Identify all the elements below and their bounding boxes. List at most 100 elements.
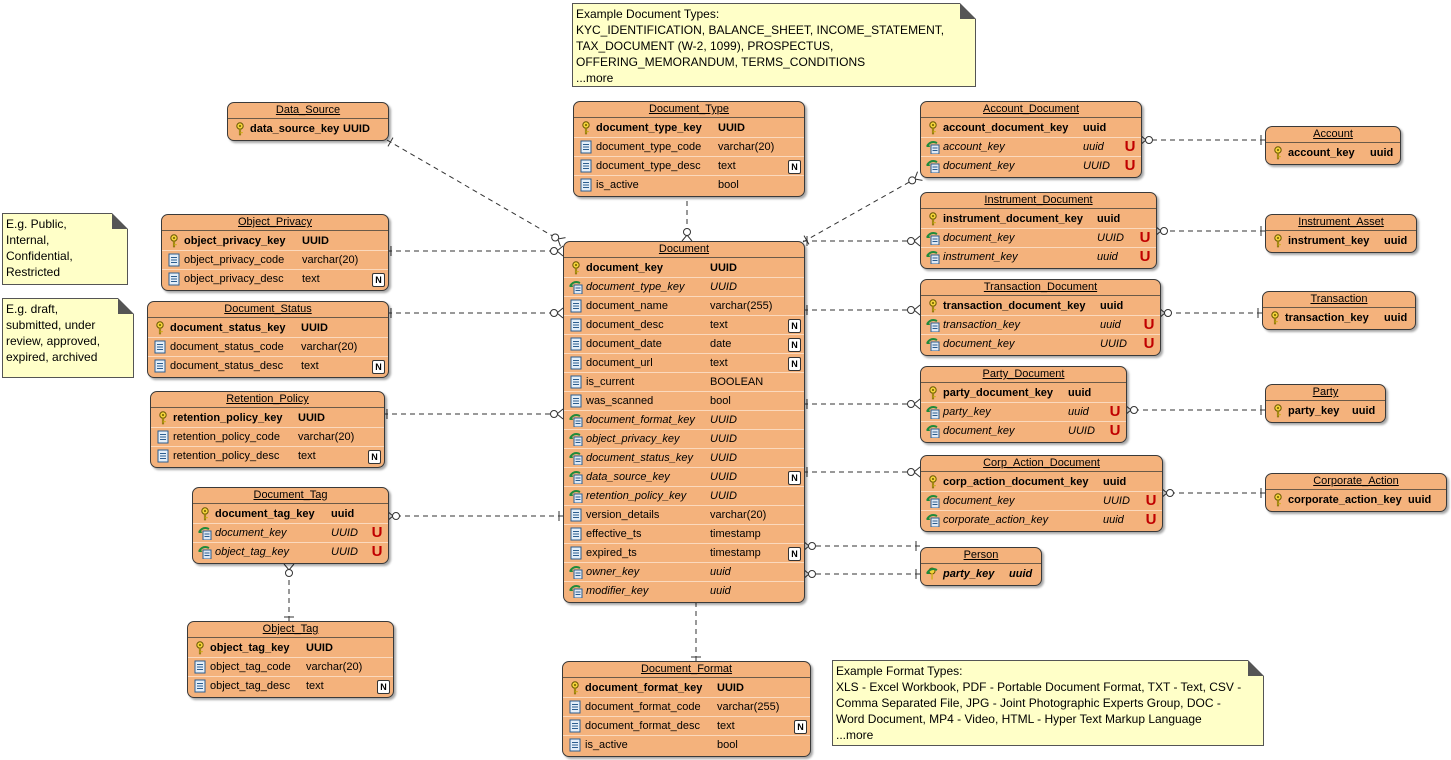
many-optional-marker [1140, 135, 1153, 145]
column-type: UUID [710, 452, 737, 464]
column-name: expired_ts [586, 547, 637, 559]
rel-document-account-document[interactable] [803, 182, 910, 242]
column-type: UUID [717, 682, 744, 694]
column-icon [579, 178, 593, 192]
column-name: object_tag_code [210, 661, 291, 673]
unique-flag: U [1109, 403, 1121, 420]
foreign-key-icon [926, 494, 940, 509]
many-optional-marker [803, 569, 816, 579]
nullable-flag: N [372, 360, 385, 374]
column-name: transaction_key [1285, 312, 1369, 324]
column-type: UUID [343, 123, 370, 135]
column-name: document_url [586, 357, 653, 369]
column-icon [153, 340, 167, 354]
rel-data-source-document[interactable] [387, 140, 553, 236]
entity-title: Object_Privacy [162, 215, 388, 231]
